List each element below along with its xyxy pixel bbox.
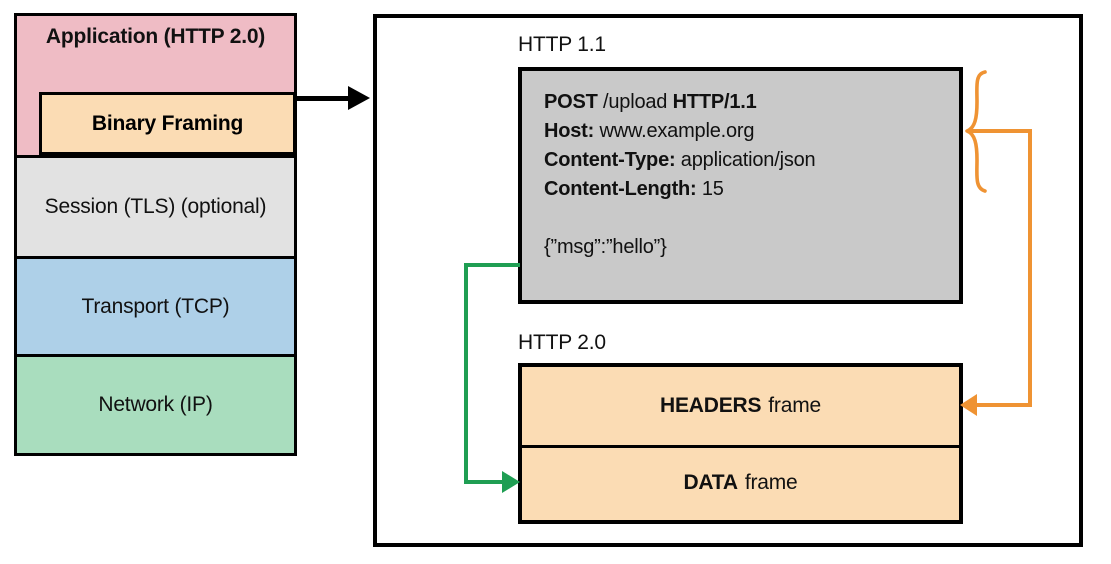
http11-caption: HTTP 1.1 [518, 33, 606, 56]
http11-path: /upload [597, 91, 673, 113]
stack-layer-transport-label: Transport (TCP) [81, 294, 230, 318]
binary-framing-box: Binary Framing [39, 92, 296, 155]
protocol-stack: Application (HTTP 2.0) Binary Framing Se… [14, 13, 297, 456]
stack-layer-application-label: Application (HTTP 2.0) [45, 25, 266, 48]
headers-frame-bold-label: HEADERS [660, 394, 762, 417]
http11-header-host-name: Host: [544, 120, 595, 142]
http11-request-line: POST /upload HTTP/1.1 [544, 88, 959, 117]
data-route-line [464, 263, 520, 484]
http11-header-host-value: www.example.org [594, 120, 755, 142]
http11-header-host: Host: www.example.org [544, 117, 959, 146]
data-frame-bold-label: DATA [683, 470, 738, 494]
headers-route-line [969, 129, 1032, 407]
http11-method: POST [544, 91, 598, 113]
http11-version: HTTP/1.1 [672, 91, 757, 113]
http11-header-content-type: Content-Type: application/json [544, 146, 959, 175]
http11-header-content-type-value: application/json [675, 149, 816, 171]
binary-framing-label: Binary Framing [91, 111, 244, 135]
stack-to-panel-arrow-icon [348, 86, 370, 110]
stack-layer-network-label: Network (IP) [98, 393, 213, 416]
stack-to-panel-arrow-line [297, 96, 353, 101]
stack-layer-session: Session (TLS) (optional) [14, 155, 297, 259]
body-to-data-frame-connector [464, 263, 520, 493]
http11-message-box: POST /upload HTTP/1.1 Host: www.example.… [518, 67, 963, 304]
headers-frame-label: frame [768, 394, 821, 417]
http11-header-content-length-name: Content-Length: [544, 178, 697, 200]
http11-header-content-type-name: Content-Type: [544, 149, 676, 171]
stack-layer-transport: Transport (TCP) [14, 256, 297, 357]
headers-brace-icon [965, 70, 987, 193]
headers-frame-row: HEADERS frame [522, 367, 959, 448]
stack-layer-network: Network (IP) [14, 354, 297, 456]
http11-body: {”msg”:”hello”} [544, 236, 667, 258]
headers-to-headers-frame-connector [960, 70, 1032, 416]
data-arrow-icon [502, 471, 520, 493]
http11-header-content-length-value: 15 [696, 178, 724, 200]
http11-header-content-length: Content-Length: 15 [544, 175, 959, 204]
data-frame-label: frame [744, 470, 798, 494]
stack-layer-session-label: Session (TLS) (optional) [44, 195, 267, 218]
headers-arrow-icon [960, 394, 977, 416]
http20-caption: HTTP 2.0 [518, 331, 606, 354]
